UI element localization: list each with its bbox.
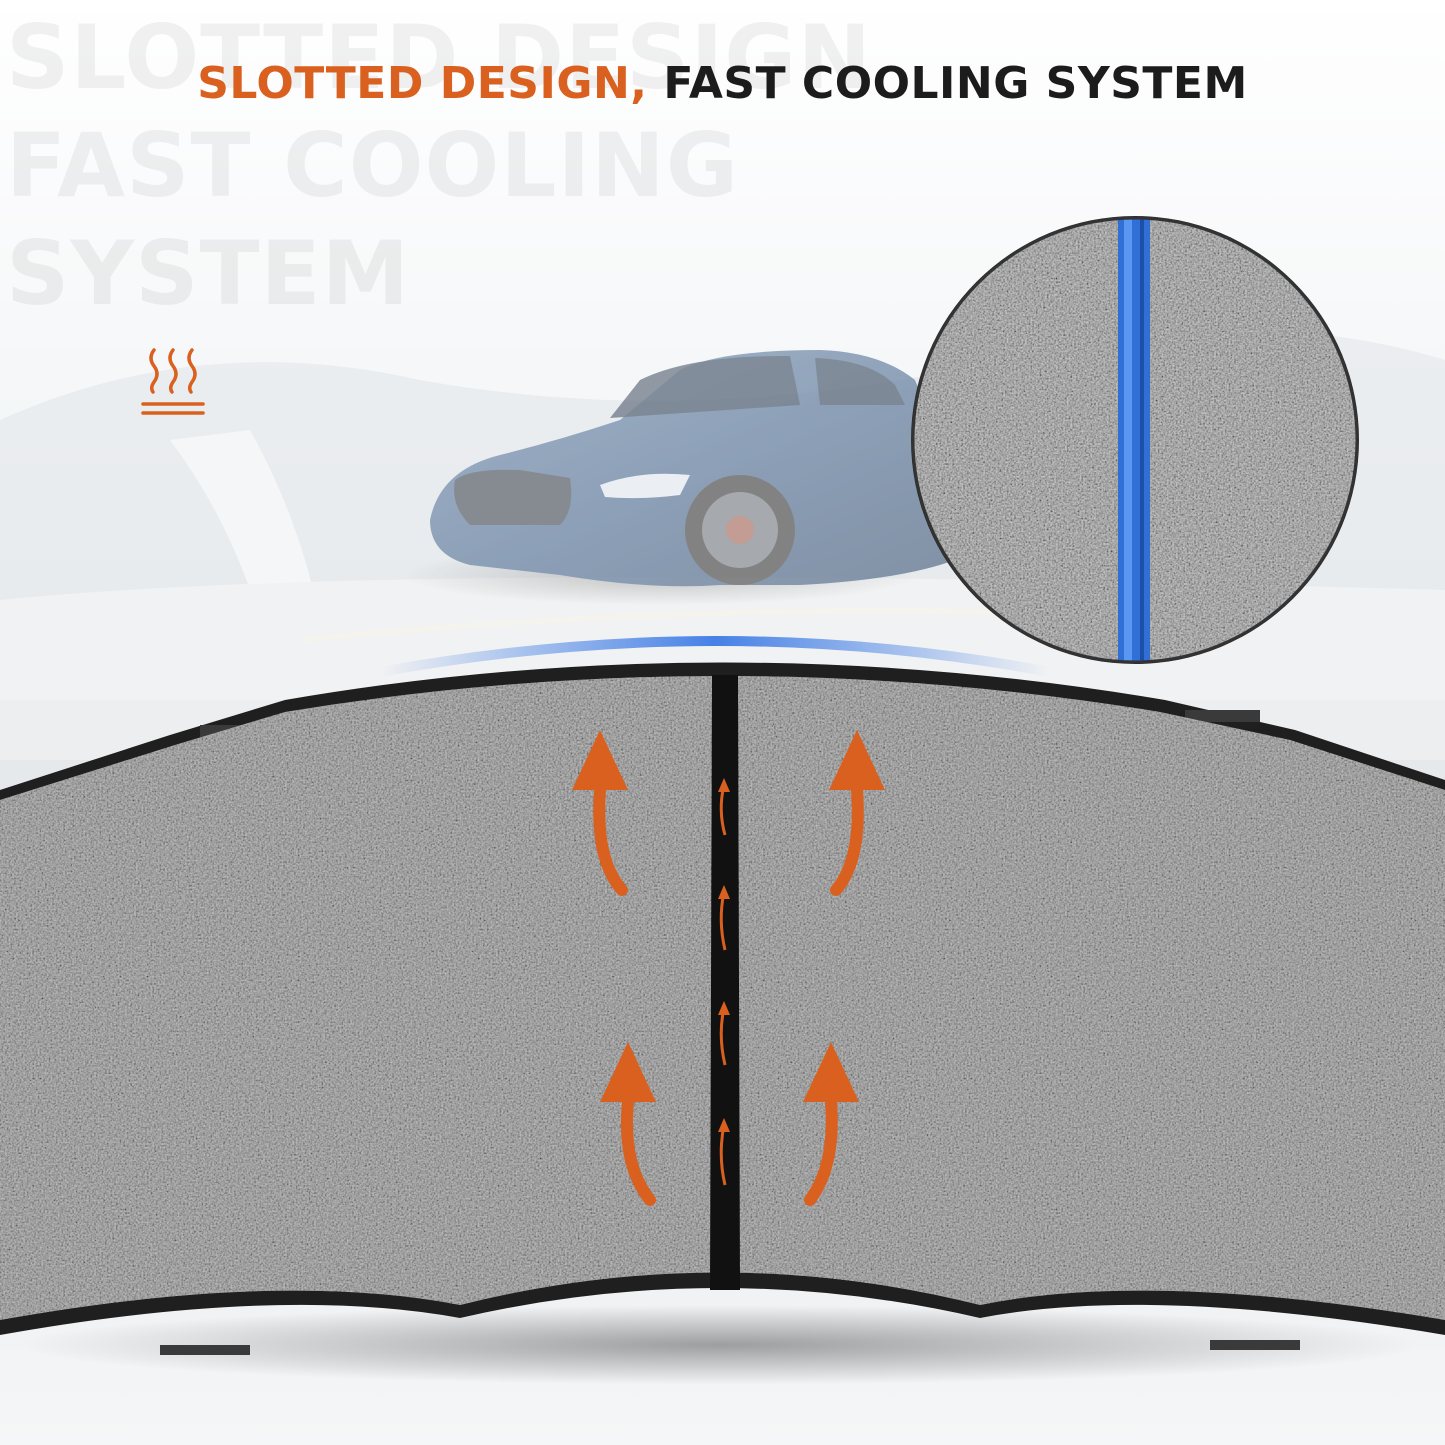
watermark-line-1: SLOTTED DESIGN [6, 6, 873, 109]
watermark-line-2: FAST COOLING [6, 114, 740, 217]
title-accent: SLOTTED DESIGN, [197, 58, 648, 109]
center-slot [710, 675, 740, 1290]
heat-waves-icon [141, 348, 205, 415]
background-watermark: SLOTTED DESIGN FAST COOLING SYSTEM [6, 4, 872, 328]
airflow-arrows [572, 730, 885, 1206]
page-title: SLOTTED DESIGN, FAST COOLING SYSTEM [0, 58, 1445, 109]
watermark-line-3: SYSTEM [6, 222, 411, 325]
magnified-slot-detail [911, 216, 1359, 664]
car-image [400, 350, 960, 605]
title-rest: FAST COOLING SYSTEM [663, 58, 1248, 109]
